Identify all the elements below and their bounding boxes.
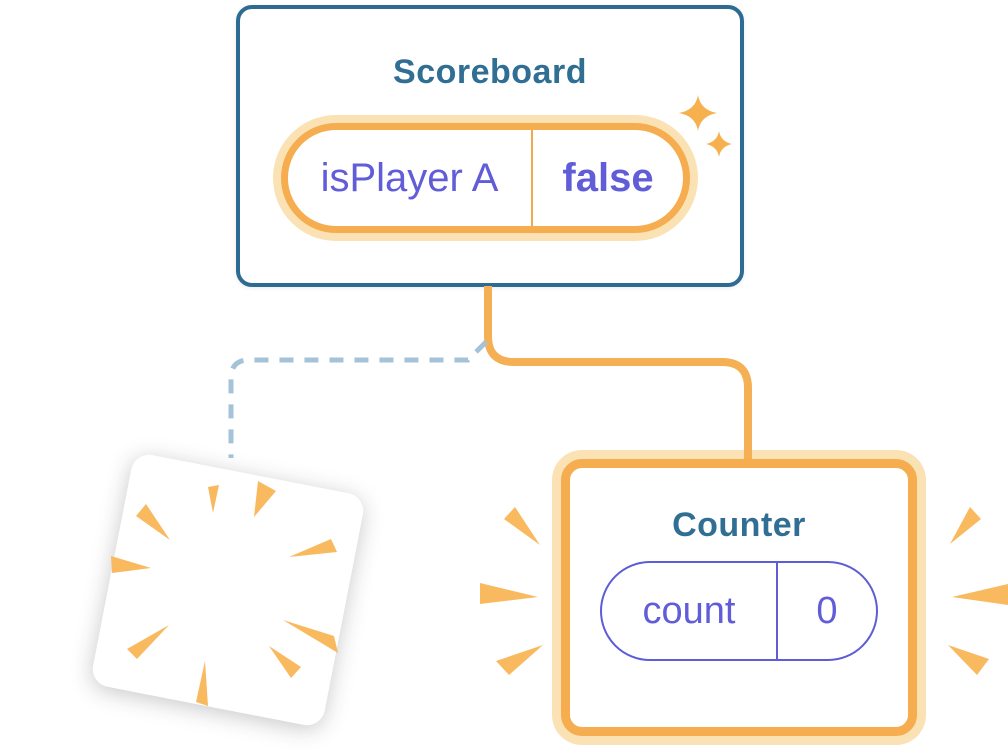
scoreboard-title: Scoreboard — [393, 53, 587, 91]
parent-child-connector-line — [484, 286, 752, 459]
counter-title: Counter — [672, 506, 806, 544]
scoreboard-card: Scoreboard isPlayer A false — [236, 5, 744, 287]
counter-card: Counter count 0 — [552, 450, 926, 745]
scoreboard-state-key: isPlayer A — [288, 130, 533, 226]
counter-card-inner: Counter count 0 — [561, 459, 917, 736]
scoreboard-state-pill: isPlayer A false — [273, 115, 698, 241]
destroyed-component-card — [89, 451, 367, 729]
counter-state-key: count — [602, 563, 778, 659]
counter-state-value: 0 — [816, 589, 838, 632]
removed-component-dashed-connector — [228, 340, 488, 458]
counter-state-pill: count 0 — [600, 561, 878, 661]
scoreboard-state-pill-inner: isPlayer A false — [281, 123, 690, 233]
scoreboard-state-value: false — [562, 155, 654, 200]
